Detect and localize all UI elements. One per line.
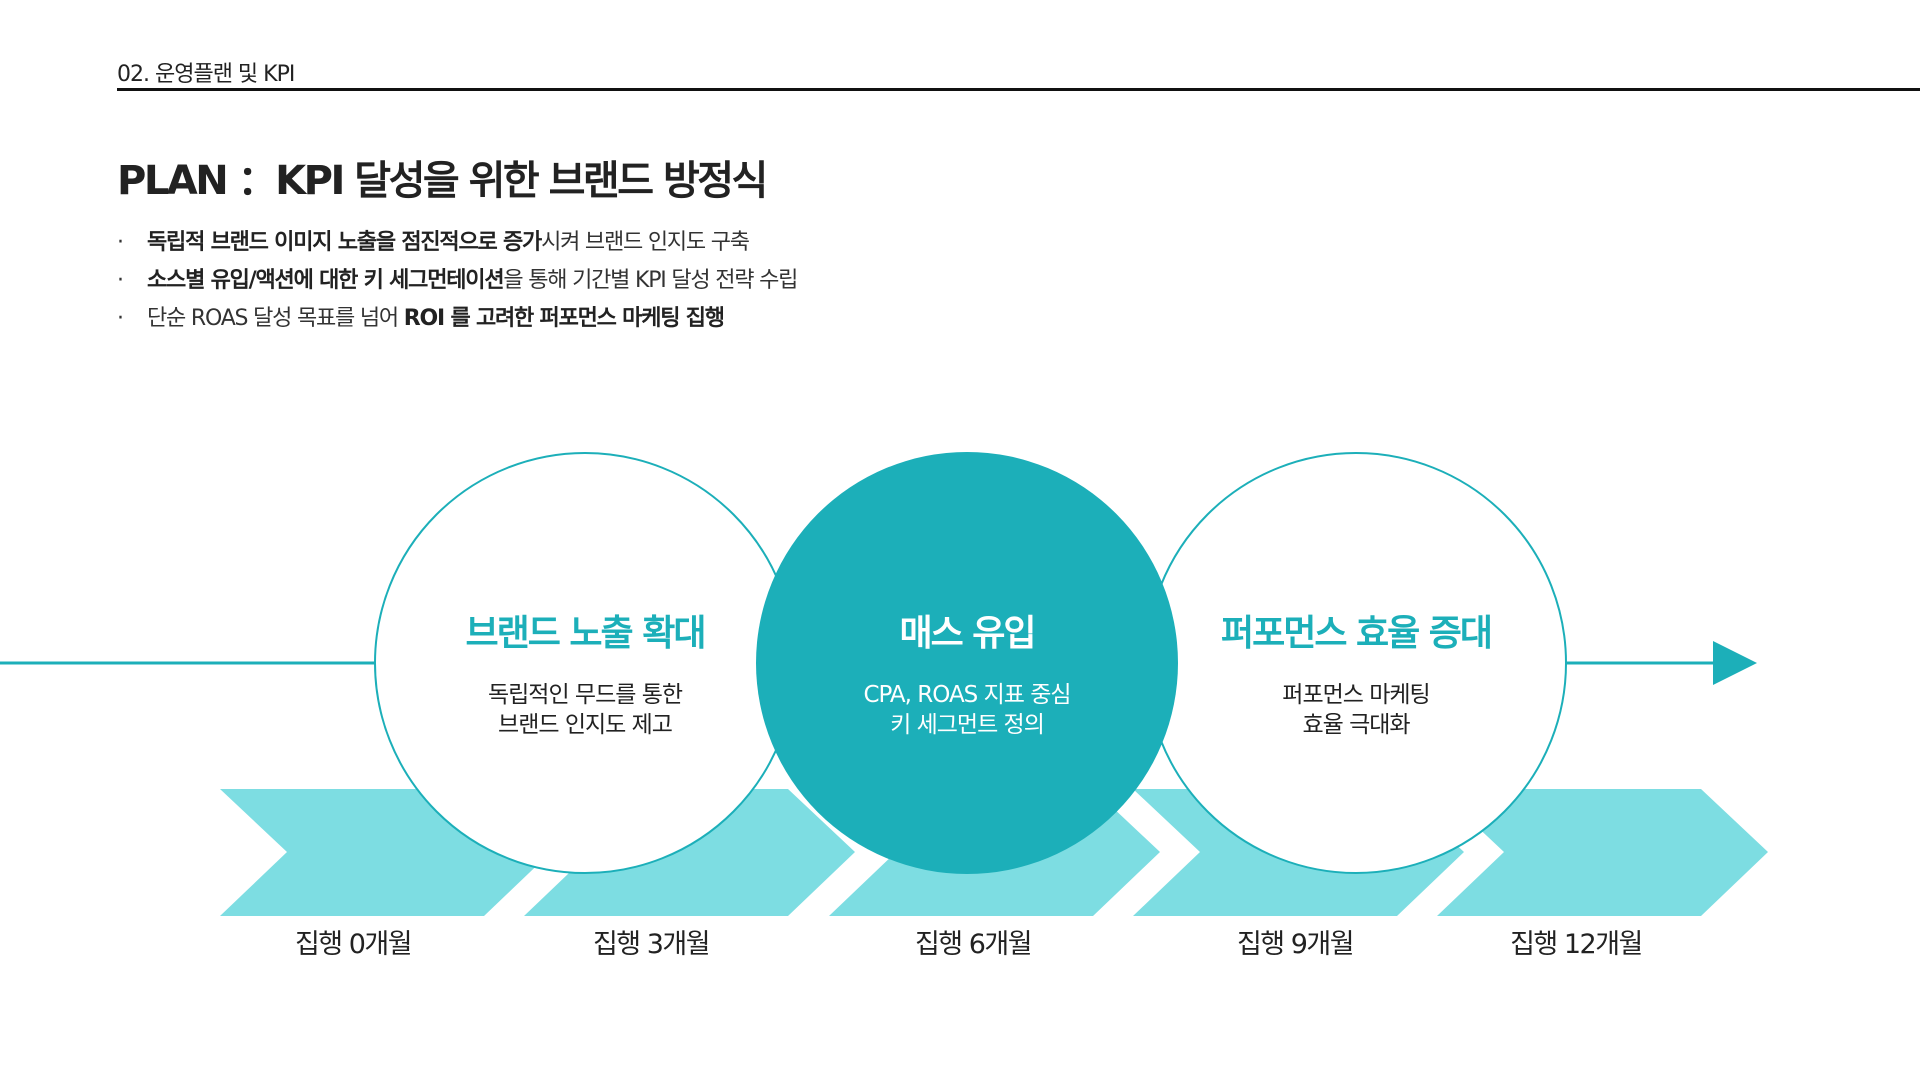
- stage-title: 브랜드 노출 확대: [465, 613, 707, 654]
- bullet-bold: 소스별 유입/액션에 대한 키 세그먼테이션: [147, 268, 505, 293]
- bullet-text: 을 통해 기간별 KPI 달성 전략 수립: [503, 268, 798, 293]
- stage-desc-line: 키 세그먼트 정의: [890, 712, 1045, 738]
- stage-desc-line: 퍼포먼스 마케팅: [1282, 682, 1430, 708]
- timeline-label: 집행 0개월: [294, 929, 413, 960]
- stage-desc-line: 효율 극대화: [1302, 712, 1410, 738]
- stage-title: 매스 유입: [899, 613, 1036, 654]
- timeline-label: 집행 12개월: [1510, 929, 1643, 960]
- bullet-text: 시켜 브랜드 인지도 구축: [541, 230, 750, 255]
- timeline-label: 집행 6개월: [914, 929, 1033, 960]
- timeline-label: 집행 9개월: [1236, 929, 1355, 960]
- timeline-label: 집행 3개월: [592, 929, 711, 960]
- page-title: PLAN ：KPI 달성을 위한 브랜드 방정식: [117, 158, 768, 204]
- header-divider: [117, 88, 1920, 91]
- stage-desc-line: 브랜드 인지도 제고: [498, 712, 673, 738]
- bullet-text: 단순 ROAS 달성 목표를 넘어: [147, 306, 404, 331]
- arrow-head-icon: [1713, 641, 1757, 685]
- section-label: 02. 운영플랜 및 KPI: [117, 62, 295, 87]
- bullet-bold: 독립적 브랜드 이미지 노출을 점진적으로 증가: [147, 230, 542, 255]
- stage-desc-line: 독립적인 무드를 통한: [487, 682, 683, 708]
- bullet-bold: ROI 를 고려한 퍼포먼스 마케팅 집행: [403, 306, 725, 331]
- bullet-list: ·독립적 브랜드 이미지 노출을 점진적으로 증가시켜 브랜드 인지도 구축 ·…: [117, 228, 798, 342]
- bullet-item: ·단순 ROAS 달성 목표를 넘어 ROI 를 고려한 퍼포먼스 마케팅 집행: [117, 306, 725, 331]
- timeline-chevron: [1437, 789, 1768, 916]
- bullet-item: ·독립적 브랜드 이미지 노출을 점진적으로 증가시켜 브랜드 인지도 구축: [117, 230, 750, 255]
- stage-circle-mass: [756, 452, 1178, 874]
- stage-title: 퍼포먼스 효율 증대: [1220, 613, 1493, 654]
- stage-desc-line: CPA, ROAS 지표 중심: [863, 682, 1071, 708]
- bullet-item: ·소스별 유입/액션에 대한 키 세그먼테이션을 통해 기간별 KPI 달성 전…: [117, 268, 798, 293]
